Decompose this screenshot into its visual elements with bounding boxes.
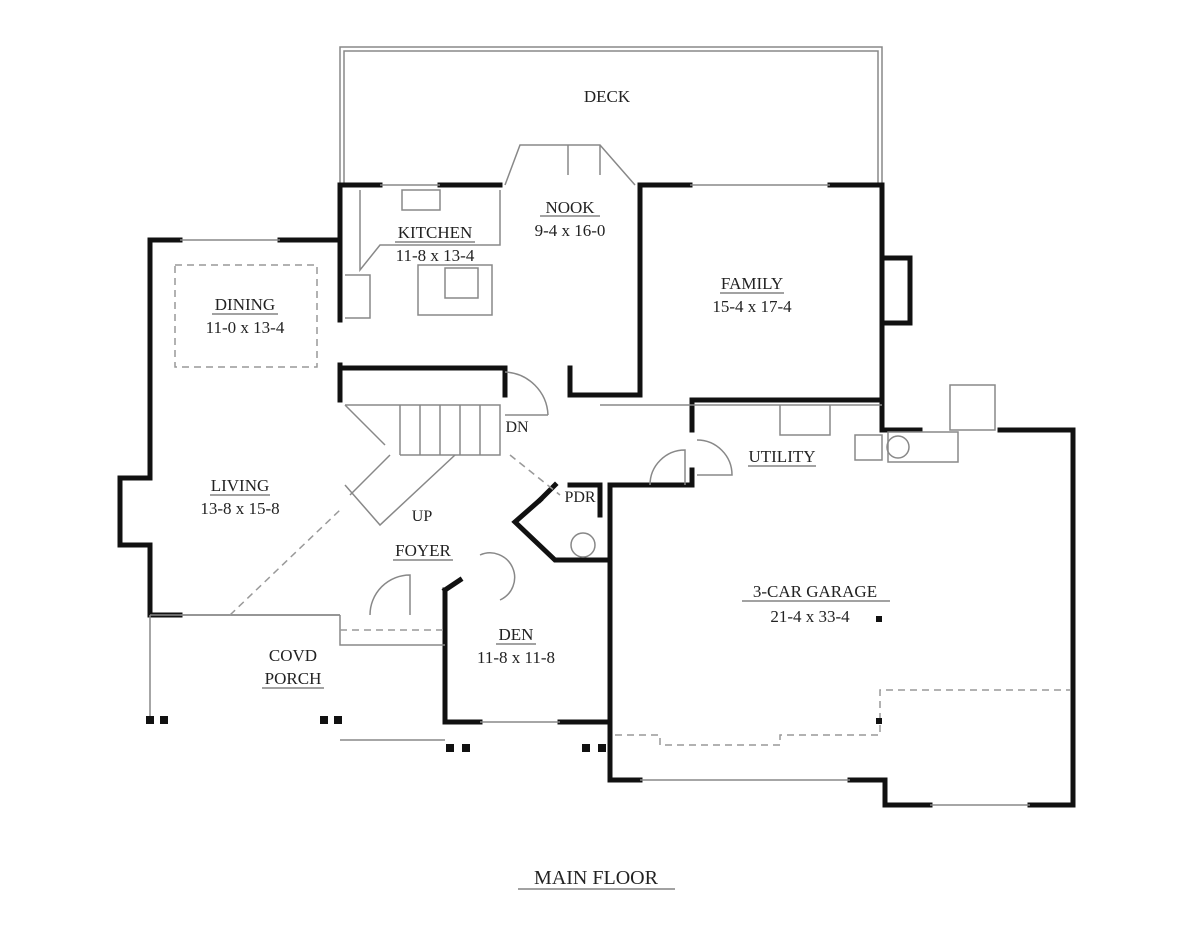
room-size-dining: 11-0 x 13-4 bbox=[206, 318, 285, 337]
room-label-porch-line1: COVD bbox=[269, 646, 317, 665]
stair-down-label: DN bbox=[505, 419, 529, 436]
room-label-den: DEN bbox=[499, 625, 534, 644]
room-label-porch-line2: PORCH bbox=[265, 669, 322, 688]
room-label-family: FAMILY bbox=[721, 274, 783, 293]
porch-posts bbox=[146, 616, 882, 752]
walls bbox=[117, 182, 1076, 808]
room-label-dining: DINING bbox=[215, 295, 275, 314]
fixtures bbox=[149, 144, 1070, 806]
plan-title: MAIN FLOOR bbox=[534, 867, 659, 889]
room-label-kitchen: KITCHEN bbox=[398, 223, 473, 242]
room-label-deck: DECK bbox=[584, 87, 631, 106]
room-size-nook: 9-4 x 16-0 bbox=[535, 221, 606, 240]
room-size-den: 11-8 x 11-8 bbox=[477, 648, 555, 667]
room-size-living: 13-8 x 15-8 bbox=[200, 499, 279, 518]
room-size-garage: 21-4 x 33-4 bbox=[770, 607, 850, 626]
room-label-living: LIVING bbox=[211, 476, 270, 495]
deck-outline bbox=[339, 46, 883, 185]
room-size-family: 15-4 x 17-4 bbox=[712, 297, 792, 316]
room-label-foyer: FOYER bbox=[395, 541, 451, 560]
room-size-kitchen: 11-8 x 13-4 bbox=[396, 246, 475, 265]
room-label-utility: UTILITY bbox=[748, 447, 815, 466]
room-label-nook: NOOK bbox=[545, 198, 595, 217]
room-label-garage: 3-CAR GARAGE bbox=[753, 582, 877, 601]
room-label-pdr: PDR bbox=[564, 489, 595, 506]
stair-up-label: UP bbox=[412, 508, 433, 525]
